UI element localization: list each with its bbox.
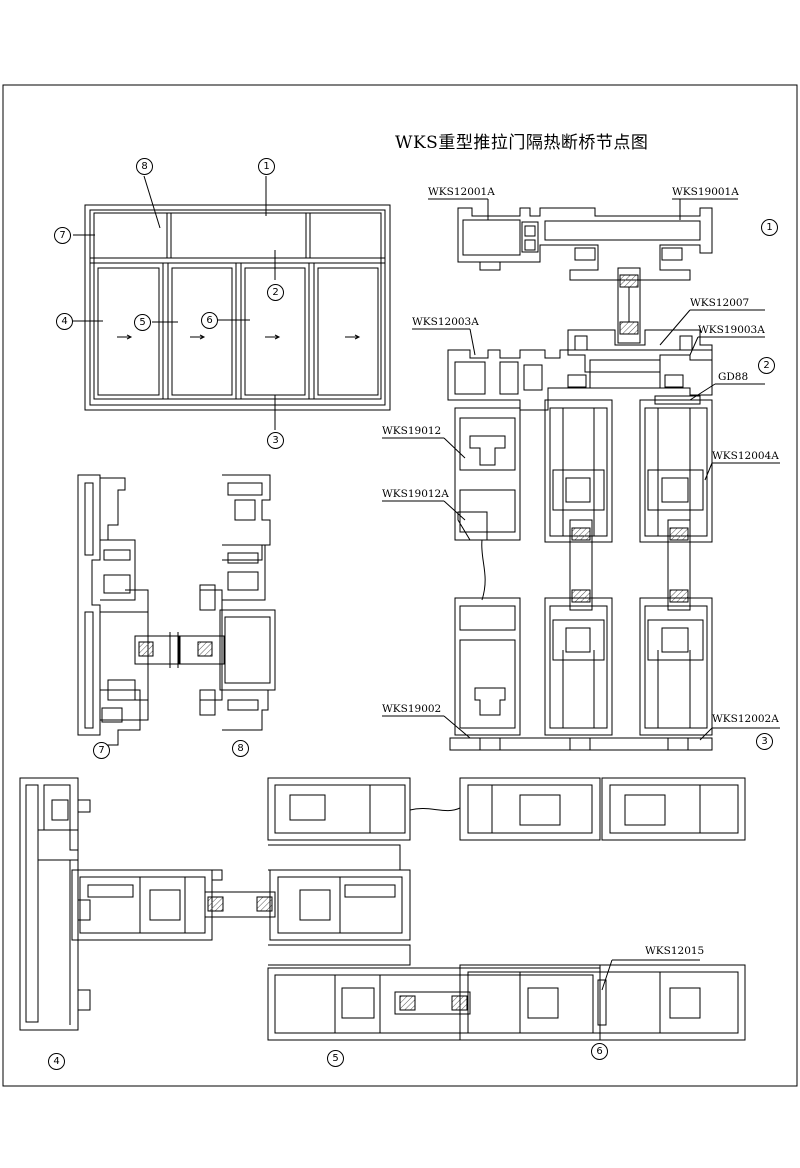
marker-4-section: 4 [48, 1053, 65, 1070]
label-wks19002: WKS19002 [382, 703, 442, 715]
vertical-section-1-2-3 [382, 198, 780, 751]
label-wks19001a: WKS19001A [672, 186, 739, 198]
drawing-title: WKS重型推拉门隔热断桥节点图 [395, 133, 649, 153]
marker-1: 1 [258, 158, 275, 175]
marker-2-section: 2 [758, 357, 775, 374]
marker-1-section: 1 [761, 219, 778, 236]
label-wks12002a: WKS12002A [712, 713, 779, 725]
marker-8: 8 [136, 158, 153, 175]
label-wks12003a: WKS12003A [412, 316, 479, 328]
label-wks12007: WKS12007 [690, 297, 750, 309]
label-wks12001a: WKS12001A [428, 186, 495, 198]
label-wks12015: WKS12015 [645, 945, 705, 957]
page-border [2, 84, 798, 1087]
marker-8-section: 8 [232, 740, 249, 757]
marker-3: 3 [267, 432, 284, 449]
label-wks19012a: WKS19012A [382, 488, 449, 500]
door-elevation [73, 175, 391, 430]
marker-2: 2 [267, 284, 284, 301]
label-wks19003a: WKS19003A [698, 324, 765, 336]
marker-5-section: 5 [327, 1050, 344, 1067]
marker-3-section: 3 [756, 733, 773, 750]
marker-5: 5 [134, 314, 151, 331]
marker-6-section: 6 [591, 1043, 608, 1060]
section-4-5 [19, 777, 601, 1041]
section-7-8 [77, 474, 276, 746]
marker-6: 6 [201, 312, 218, 329]
marker-7-section: 7 [93, 742, 110, 759]
label-wks12004a: WKS12004A [712, 450, 779, 462]
section-6 [409, 777, 746, 1041]
marker-4: 4 [56, 313, 73, 330]
marker-7: 7 [54, 227, 71, 244]
label-gd88: GD88 [718, 371, 749, 383]
label-wks19012: WKS19012 [382, 425, 442, 437]
